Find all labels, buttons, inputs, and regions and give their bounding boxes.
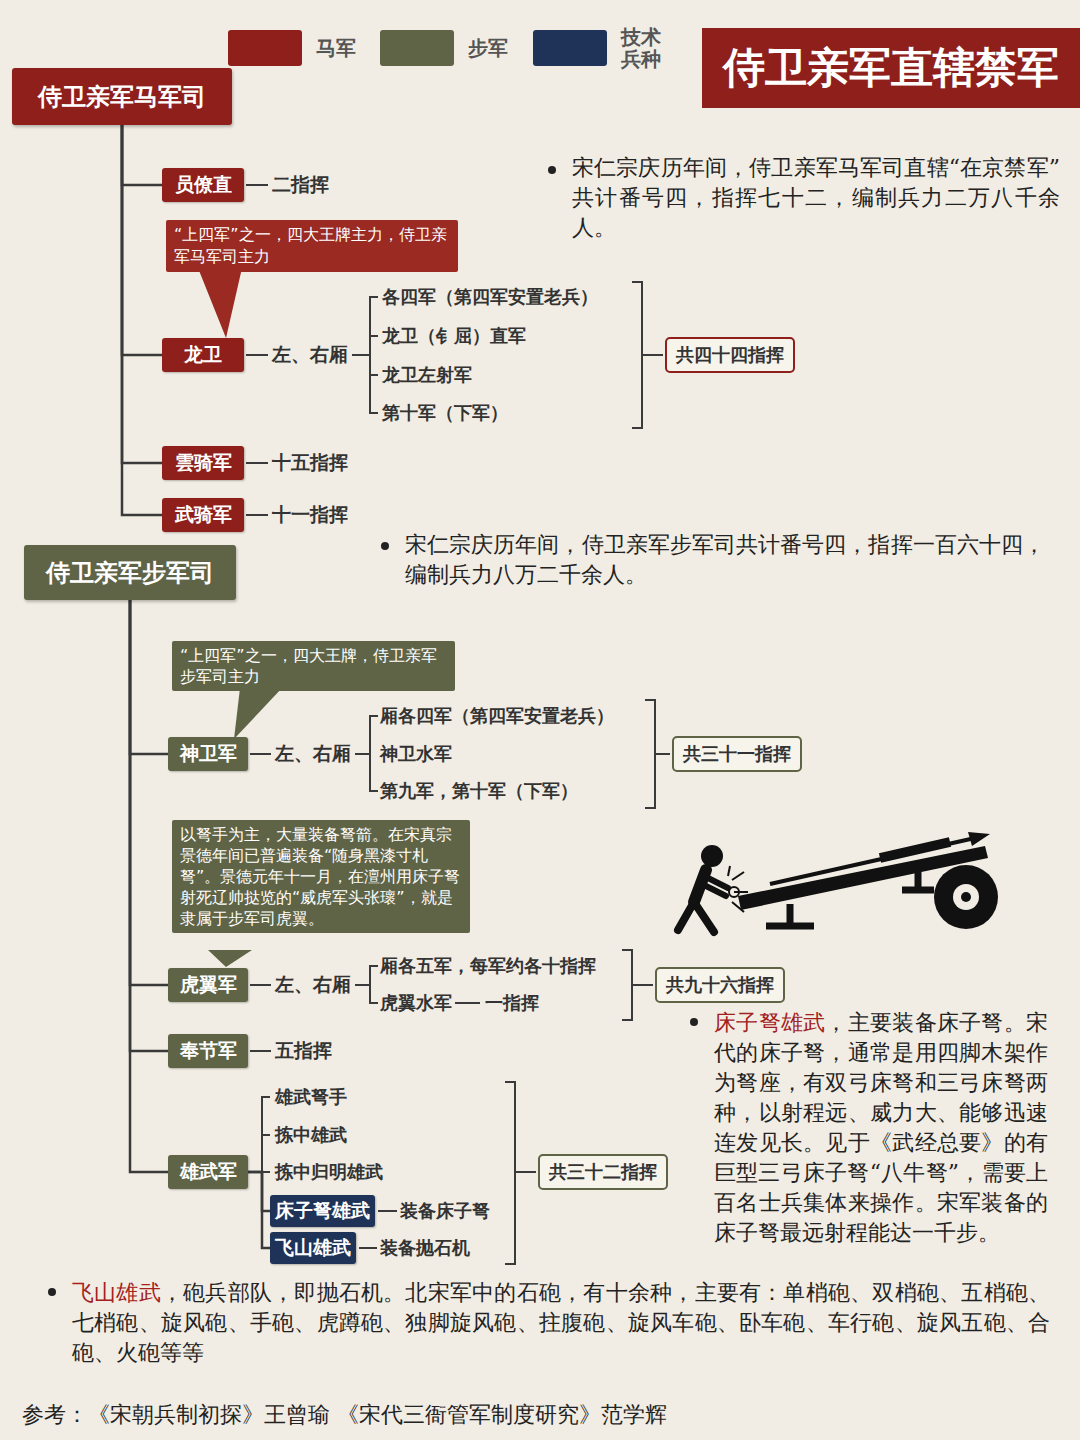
node-text: 员僚直 (168, 172, 238, 198)
node-text: 飞山雄武 (275, 1235, 351, 1261)
total-box: 共三十二指挥 (538, 1154, 668, 1190)
unit-box: 雄武军 (168, 1155, 248, 1189)
label-text: 左、右厢 (272, 342, 348, 368)
node-text: 床子弩雄武 (275, 1198, 370, 1224)
label-text: 拣中归明雄武 (275, 1160, 383, 1184)
legend-swatch (533, 30, 607, 66)
callout-box: “上四军”之一，四大王牌主力，侍卫亲军马军司主力 (166, 220, 458, 272)
reference-text: 参考：《宋朝兵制初探》王曾瑜 《宋代三衙管军制度研究》范学辉 (22, 1400, 667, 1430)
note-text: ，砲兵部队，即抛石机。北宋军中的石砲，有十余种，主要有：单梢砲、双梢砲、五梢砲、… (72, 1280, 1050, 1365)
note-text: ，主要装备床子弩。宋代的床子弩，通常是用四脚木架作为弩座，有双弓床弩和三弓床弩两… (714, 1010, 1048, 1245)
note-keyword: 床子弩雄武 (714, 1010, 825, 1035)
tree-connector (122, 125, 162, 463)
unit-box: 神卫军 (168, 737, 248, 771)
tree-connector (130, 600, 168, 1051)
total-box: 共四十四指挥 (665, 337, 795, 373)
node-text: 奉节军 (174, 1038, 242, 1064)
label-text: 左、右厢 (275, 741, 351, 767)
node-text: 雲骑军 (168, 450, 238, 476)
label-text: 装备抛石机 (380, 1236, 470, 1260)
label-text: 各四军（第四军安置老兵） (382, 285, 598, 309)
node-text: 雄武军 (174, 1159, 242, 1185)
note-text: 宋仁宗庆历年间，侍卫亲军马军司直辖“在京禁军”共计番号四，指挥七十二，编制兵力二… (572, 155, 1060, 240)
node-text: 神卫军 (174, 741, 242, 767)
tree-connector (122, 125, 162, 355)
label-text: 一指挥 (485, 991, 539, 1015)
total-box: 共九十六指挥 (655, 967, 785, 1003)
label-text: 十一指挥 (272, 502, 348, 528)
label-text: 雄武弩手 (275, 1085, 347, 1109)
node-text: 武骑军 (168, 502, 238, 528)
note-text: 宋仁宗庆历年间，侍卫亲军步军司共计番号四，指挥一百六十四，编制兵力八万二千余人。 (405, 532, 1045, 587)
label-text: 拣中雄武 (275, 1123, 347, 1147)
title-banner: 侍卫亲军直辖禁军 (702, 28, 1080, 108)
node-text: 共九十六指挥 (666, 973, 774, 997)
node-text: 虎翼军 (174, 972, 242, 998)
legend-swatch (228, 30, 302, 66)
callout-box: “上四军”之一，四大王牌，侍卫亲军步军司主力 (172, 641, 455, 691)
label-text: 神卫水军 (380, 742, 452, 766)
unit-box: 奉节军 (168, 1034, 248, 1068)
legend-text: 马军 (316, 37, 356, 59)
node-text: “上四军”之一，四大王牌主力，侍卫亲军马军司主力 (174, 224, 450, 268)
label-text: 第九军，第十军（下军） (380, 779, 578, 803)
unit-box: 武骑军 (162, 498, 244, 532)
node-text: “上四军”之一，四大王牌，侍卫亲军步军司主力 (180, 645, 447, 687)
legend-text: 步军 (468, 37, 508, 59)
node-text: 共四十四指挥 (676, 343, 784, 367)
note-paragraph: 床子弩雄武，主要装备床子弩。宋代的床子弩，通常是用四脚木架作为弩座，有双弓床弩和… (714, 1008, 1048, 1248)
legend-text: 技术兵种 (621, 26, 663, 70)
tree-connector (122, 125, 162, 185)
node-text: 侍卫亲军步军司 (46, 557, 214, 589)
node-text: 共三十一指挥 (683, 742, 791, 766)
command-box: 侍卫亲军马军司 (12, 68, 232, 125)
note-keyword: 飞山雄武 (72, 1280, 161, 1305)
legend-swatch (380, 30, 454, 66)
node-text: 侍卫亲军马军司 (38, 81, 206, 113)
tree-connector (248, 1172, 270, 1211)
label-text: 十五指挥 (272, 450, 348, 476)
callout-box: 以弩手为主，大量装备弩箭。在宋真宗景德年间已普遍装备“随身黑漆寸札弩”。景德元年… (172, 820, 470, 933)
title-text: 侍卫亲军直辖禁军 (723, 40, 1059, 96)
label-text: 左、右厢 (275, 972, 351, 998)
label-text: 厢各五军，每军约各十指挥 (380, 954, 596, 978)
node-text: 共三十二指挥 (549, 1160, 657, 1184)
label-text: 二指挥 (272, 172, 329, 198)
tree-connector (122, 125, 162, 515)
label-text: 五指挥 (275, 1038, 332, 1064)
total-box: 共三十一指挥 (672, 736, 802, 772)
bullet (48, 166, 698, 1296)
crossbow-illustration (678, 832, 998, 932)
label-text: 虎翼水军 (380, 991, 452, 1015)
label-text: 龙卫（钅屈）直军 (382, 324, 526, 348)
command-box: 侍卫亲军步军司 (24, 545, 236, 600)
unit-box: 雲骑军 (162, 446, 244, 480)
note-paragraph: 宋仁宗庆历年间，侍卫亲军步军司共计番号四，指挥一百六十四，编制兵力八万二千余人。 (405, 530, 1045, 590)
tech-unit-box: 飞山雄武 (270, 1232, 356, 1264)
tree-connector (248, 1172, 270, 1248)
node-text: 龙卫 (168, 342, 238, 368)
tech-unit-box: 床子弩雄武 (270, 1195, 375, 1227)
note-paragraph: 飞山雄武，砲兵部队，即抛石机。北宋军中的石砲，有十余种，主要有：单梢砲、双梢砲、… (72, 1278, 1050, 1368)
tree-connector (130, 600, 168, 1172)
tree-connector (130, 600, 168, 754)
node-text: 以弩手为主，大量装备弩箭。在宋真宗景德年间已普遍装备“随身黑漆寸札弩”。景德元年… (180, 824, 462, 929)
label-text: 装备床子弩 (400, 1199, 490, 1223)
tree-connector (130, 600, 168, 985)
unit-box: 员僚直 (162, 168, 244, 202)
note-paragraph: 宋仁宗庆历年间，侍卫亲军马军司直辖“在京禁军”共计番号四，指挥七十二，编制兵力二… (572, 153, 1060, 243)
bracket (262, 282, 670, 1264)
unit-box: 虎翼军 (168, 968, 248, 1002)
label-text: 第十军（下军） (382, 401, 508, 425)
label-text: 龙卫左射军 (382, 363, 472, 387)
unit-box: 龙卫 (162, 338, 244, 372)
label-text: 厢各四军（第四军安置老兵） (380, 704, 614, 728)
